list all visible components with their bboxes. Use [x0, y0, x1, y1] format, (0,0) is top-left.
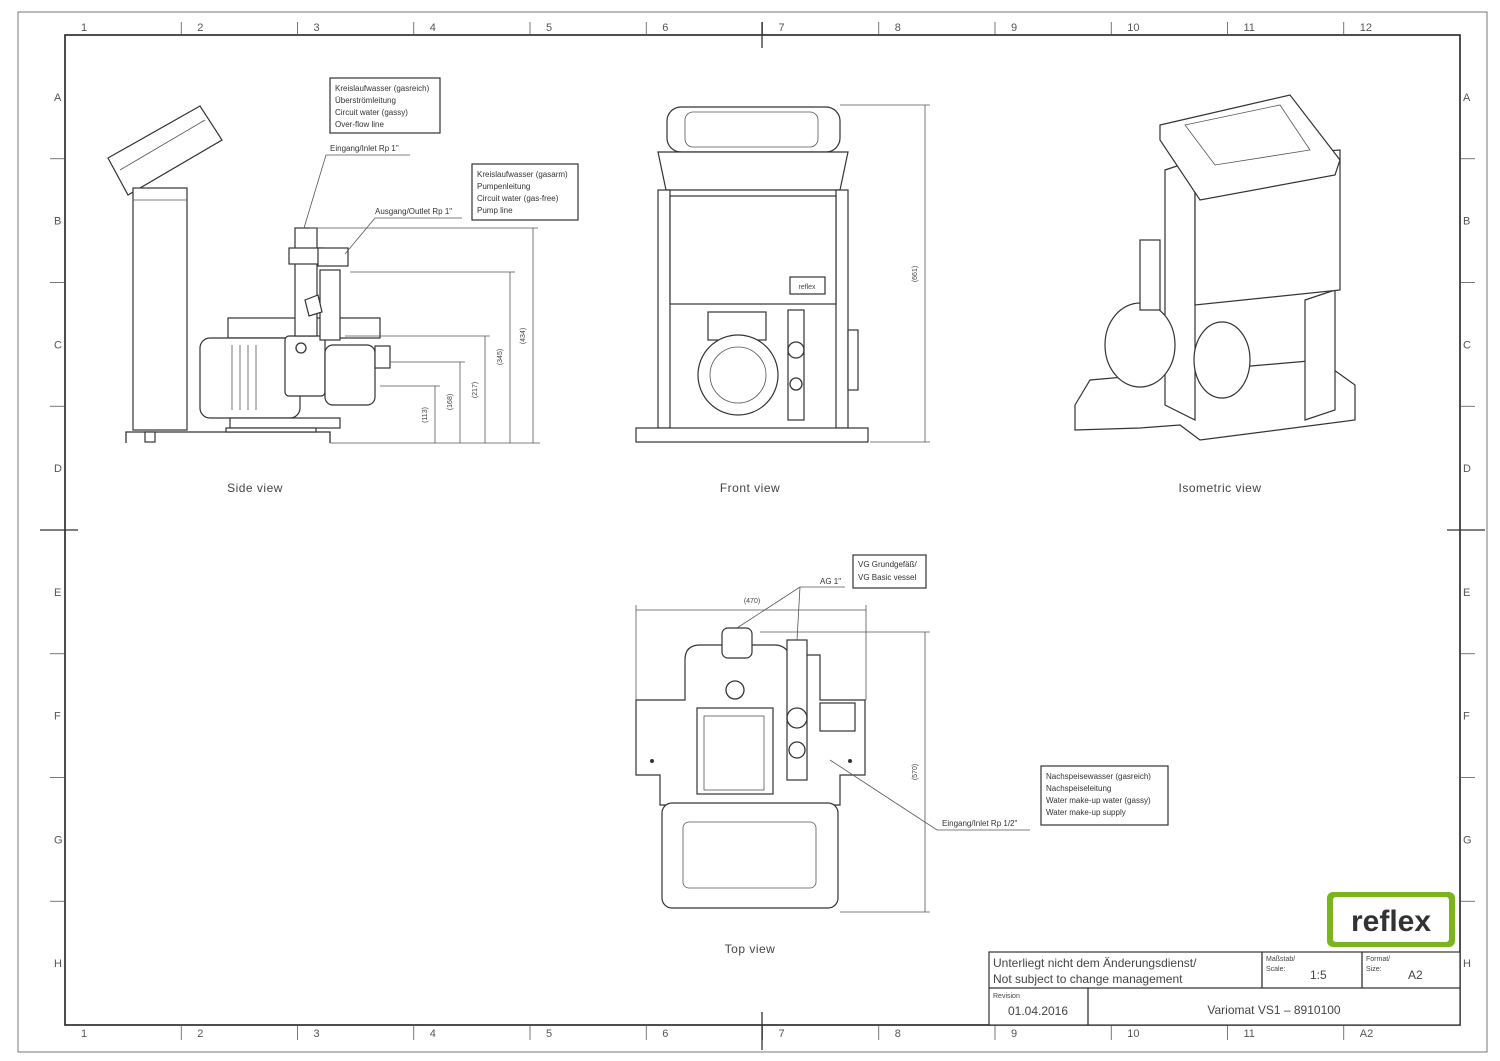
revision-label: Revision	[993, 993, 1020, 1000]
grid-column-label: 7	[779, 22, 785, 34]
dim-345: (345)	[497, 349, 504, 365]
dim-168: (168)	[447, 394, 454, 410]
grid-row-label: E	[54, 587, 61, 599]
callout-text: Circuit water (gassy)	[335, 108, 408, 117]
outlet-label: Ausgang/Outlet Rp 1"	[375, 207, 452, 216]
callout-text: VG Grundgefäß/	[858, 560, 917, 569]
front-view: reflex (661) Front view	[635, 104, 930, 495]
format-label: Format/	[1366, 956, 1390, 963]
makeup-inlet-label: Eingang/Inlet Rp 1/2"	[942, 819, 1017, 828]
grid-column-label: 9	[1011, 1028, 1017, 1040]
front-logo-plate	[789, 276, 826, 295]
dim-113: (113)	[422, 407, 429, 423]
grid-column-label: 3	[314, 1028, 320, 1040]
format-value: A2	[1408, 968, 1423, 982]
side-dimension-lines	[310, 227, 540, 444]
grid-column-label: A2	[1360, 1028, 1373, 1040]
grid-row-label: H	[54, 958, 62, 970]
callout-text: Pump line	[477, 206, 513, 215]
grid-row-label: F	[1463, 711, 1470, 723]
callout-text: Nachspeiseleitung	[1046, 784, 1111, 793]
dim-434: (434)	[520, 328, 527, 344]
grid-row-label: B	[54, 216, 61, 228]
reflex-logo: reflex	[1327, 892, 1455, 947]
callout-text: Nachspeisewasser (gasreich)	[1046, 772, 1151, 781]
grid-column-label: 10	[1127, 1028, 1139, 1040]
revision-date: 01.04.2016	[1008, 1004, 1068, 1018]
grid-row-label: D	[54, 463, 62, 475]
grid-row-label: A	[54, 92, 62, 104]
grid-row-label: G	[54, 834, 63, 846]
dim-661: (661)	[912, 266, 919, 282]
grid-column-label: 5	[546, 22, 552, 34]
side-view-label: Side view	[227, 481, 283, 495]
grid-column-label: 4	[430, 1028, 436, 1040]
callout-text: Überströmleitung	[335, 96, 396, 105]
front-view-label: Front view	[720, 481, 780, 495]
notice-line-1: Unterliegt nicht dem Änderungsdienst/	[993, 956, 1197, 970]
grid-column-label: 12	[1360, 22, 1372, 34]
scale-value: 1:5	[1310, 968, 1327, 982]
grid-column-label: 6	[662, 1028, 668, 1040]
callout-text: Kreislaufwasser (gasarm)	[477, 170, 568, 179]
grid-column-label: 4	[430, 22, 436, 34]
drawing-title: Variomat VS1 – 8910100	[1207, 1003, 1341, 1017]
grid-row-label: C	[1463, 339, 1471, 351]
scale-label: Scale:	[1266, 966, 1286, 973]
grid-column-label: 1	[81, 1028, 87, 1040]
grid-column-label: 1	[81, 22, 87, 34]
callout-text: Kreislaufwasser (gasreich)	[335, 84, 430, 93]
grid-row-label: F	[54, 711, 61, 723]
grid-column-label: 8	[895, 22, 901, 34]
ag-label: AG 1"	[820, 577, 841, 586]
isometric-view-label: Isometric view	[1178, 481, 1261, 495]
title-block: Unterliegt nicht dem Änderungsdienst/ No…	[988, 951, 1461, 1026]
grid-column-label: 11	[1244, 22, 1255, 34]
dim-570: (570)	[912, 764, 919, 780]
grid-row-label: D	[1463, 463, 1471, 475]
callout-text: VG Basic vessel	[858, 573, 916, 582]
callout-text: Circuit water (gas-free)	[477, 194, 559, 203]
side-display	[107, 105, 223, 196]
callout-text: Water make-up water (gassy)	[1046, 796, 1151, 805]
dim-217: (217)	[472, 382, 479, 398]
grid-column-label: 3	[314, 22, 320, 34]
grid-column-label: 9	[1011, 22, 1017, 34]
grid-column-label: 10	[1127, 22, 1139, 34]
grid-row-label: B	[1463, 216, 1470, 228]
grid-column-label: 8	[895, 1028, 901, 1040]
pump-line-callout	[471, 163, 579, 221]
grid-row-label: H	[1463, 958, 1471, 970]
callout-text: Water make-up supply	[1046, 808, 1126, 817]
basic-vessel-callout	[852, 554, 927, 589]
isometric-view: Isometric view	[1074, 94, 1356, 495]
logo-plate-text: reflex	[798, 284, 816, 291]
makeup-callout	[1040, 765, 1169, 826]
grid-row-label: C	[54, 339, 62, 351]
notice-line-2: Not subject to change management	[993, 972, 1183, 986]
top-view-label: Top view	[725, 942, 776, 956]
overflow-line-callout	[329, 77, 441, 134]
logo-text: reflex	[1351, 905, 1431, 938]
format-label: Size:	[1366, 966, 1382, 973]
callout-text: Over-flow line	[335, 120, 384, 129]
outer-frame	[17, 11, 1488, 1053]
grid-row-label: E	[1463, 587, 1470, 599]
grid-column-label: 11	[1244, 1028, 1255, 1040]
inlet-label: Eingang/Inlet Rp 1"	[330, 144, 399, 153]
grid-column-label: 7	[779, 1028, 785, 1040]
dim-470: (470)	[744, 598, 760, 605]
callout-text: Pumpenleitung	[477, 182, 530, 191]
top-view: (470) (570) AG 1" VG Grundgefäß/ VG Basi…	[635, 554, 1169, 956]
grid-row-label: G	[1463, 834, 1472, 846]
grid-row-label: A	[1463, 92, 1471, 104]
grid-column-label: 2	[197, 22, 203, 34]
scale-label: Maßstab/	[1266, 956, 1295, 963]
grid-column-label: 6	[662, 22, 668, 34]
side-view: (113) (168) (217) (345) (434) Kreislaufw…	[107, 77, 579, 495]
grid-column-label: 5	[546, 1028, 552, 1040]
grid-column-label: 2	[197, 1028, 203, 1040]
